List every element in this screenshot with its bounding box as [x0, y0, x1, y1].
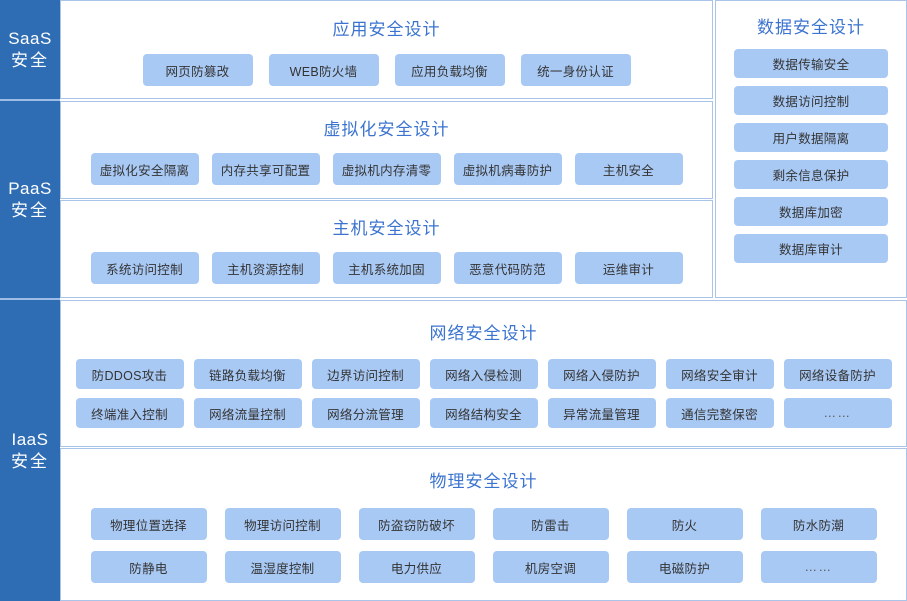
layer-rail-paas: PaaS 安全 — [0, 101, 60, 298]
chip-item[interactable]: 边界访问控制 — [311, 359, 420, 389]
chip-item[interactable]: 防雷击 — [492, 508, 609, 540]
chip-item[interactable]: 运维审计 — [574, 252, 683, 284]
chip-item[interactable]: 链路负载均衡 — [193, 359, 302, 389]
panel-data-security-items: 数据传输安全 数据访问控制 用户数据隔离 剩余信息保护 数据库加密 数据库审计 — [716, 49, 906, 263]
chip-item[interactable]: 系统访问控制 — [90, 252, 199, 284]
chip-item[interactable]: 网络安全审计 — [665, 359, 774, 389]
panel-network-security: 网络安全设计 防DDOS攻击 链路负载均衡 边界访问控制 网络入侵检测 网络入侵… — [60, 300, 907, 447]
chip-item[interactable]: 用户数据隔离 — [734, 123, 888, 152]
layer-rail-saas: SaaS 安全 — [0, 0, 60, 99]
chip-item-more[interactable]: …… — [783, 398, 892, 428]
chip-item[interactable]: 剩余信息保护 — [734, 160, 888, 189]
chip-item[interactable]: 统一身份认证 — [520, 54, 631, 86]
layer-rail-saas-abbr: SaaS — [8, 29, 52, 49]
chip-item[interactable]: 虚拟机内存清零 — [332, 153, 441, 185]
layer-rail-paas-abbr: PaaS — [8, 179, 52, 199]
chip-item[interactable]: 温湿度控制 — [224, 551, 341, 583]
chip-item[interactable]: 内存共享可配置 — [211, 153, 320, 185]
panel-physical-security-title: 物理安全设计 — [429, 472, 538, 491]
chip-item[interactable]: 网络入侵防护 — [547, 359, 656, 389]
chip-item[interactable]: 网络分流管理 — [311, 398, 420, 428]
layer-rail-iaas-cn: 安全 — [11, 451, 49, 471]
panel-data-security-title: 数据安全设计 — [757, 18, 865, 37]
panel-physical-security-items: 物理位置选择 物理访问控制 防盗窃防破坏 防雷击 防火 防水防潮 防静电 温湿度… — [61, 508, 906, 583]
chip-item[interactable]: 恶意代码防范 — [453, 252, 562, 284]
panel-network-security-items: 防DDOS攻击 链路负载均衡 边界访问控制 网络入侵检测 网络入侵防护 网络安全… — [61, 359, 906, 428]
chip-item[interactable]: 网络入侵检测 — [429, 359, 538, 389]
chip-item-more[interactable]: …… — [760, 551, 877, 583]
chip-item[interactable]: 防盗窃防破坏 — [358, 508, 475, 540]
chip-item[interactable]: 主机资源控制 — [211, 252, 320, 284]
chip-item[interactable]: 防DDOS攻击 — [75, 359, 184, 389]
chip-item[interactable]: 防火 — [626, 508, 743, 540]
chip-item[interactable]: 数据库审计 — [734, 234, 888, 263]
chip-item[interactable]: 数据访问控制 — [734, 86, 888, 115]
chip-item[interactable]: 应用负载均衡 — [394, 54, 505, 86]
panel-application-security: 应用安全设计 网页防篡改 WEB防火墙 应用负载均衡 统一身份认证 — [60, 0, 713, 99]
panel-network-security-title: 网络安全设计 — [429, 324, 538, 343]
layer-separator-saas-paas — [0, 99, 60, 101]
chip-item[interactable]: 网页防篡改 — [142, 54, 253, 86]
chip-item[interactable]: 物理访问控制 — [224, 508, 341, 540]
chip-item[interactable]: 主机安全 — [574, 153, 683, 185]
chip-item[interactable]: 数据库加密 — [734, 197, 888, 226]
panel-application-security-items: 网页防篡改 WEB防火墙 应用负载均衡 统一身份认证 — [61, 54, 712, 86]
chip-item[interactable]: 机房空调 — [492, 551, 609, 583]
panel-virtualization-security: 虚拟化安全设计 虚拟化安全隔离 内存共享可配置 虚拟机内存清零 虚拟机病毒防护 … — [60, 101, 713, 199]
panel-host-security-items: 系统访问控制 主机资源控制 主机系统加固 恶意代码防范 运维审计 — [61, 252, 712, 284]
layer-rail-iaas-abbr: IaaS — [11, 430, 49, 450]
panel-virtualization-security-items: 虚拟化安全隔离 内存共享可配置 虚拟机内存清零 虚拟机病毒防护 主机安全 — [61, 153, 712, 185]
chip-item[interactable]: 网络结构安全 — [429, 398, 538, 428]
chip-item[interactable]: 网络流量控制 — [193, 398, 302, 428]
chip-item[interactable]: 通信完整保密 — [665, 398, 774, 428]
layer-separator-paas-iaas — [0, 298, 60, 300]
panel-physical-security: 物理安全设计 物理位置选择 物理访问控制 防盗窃防破坏 防雷击 防火 防水防潮 … — [60, 448, 907, 601]
panel-virtualization-security-title: 虚拟化安全设计 — [323, 120, 450, 139]
panel-application-security-title: 应用安全设计 — [332, 20, 441, 39]
chip-item[interactable]: 网络设备防护 — [783, 359, 892, 389]
panel-data-security: 数据安全设计 数据传输安全 数据访问控制 用户数据隔离 剩余信息保护 数据库加密… — [715, 0, 907, 298]
panel-host-security: 主机安全设计 系统访问控制 主机资源控制 主机系统加固 恶意代码防范 运维审计 — [60, 200, 713, 298]
panel-host-security-title: 主机安全设计 — [332, 219, 441, 238]
chip-item[interactable]: 防水防潮 — [760, 508, 877, 540]
chip-item[interactable]: 终端准入控制 — [75, 398, 184, 428]
chip-item[interactable]: 虚拟机病毒防护 — [453, 153, 562, 185]
layer-rail-saas-cn: 安全 — [11, 50, 49, 70]
chip-item[interactable]: 数据传输安全 — [734, 49, 888, 78]
chip-item[interactable]: 物理位置选择 — [90, 508, 207, 540]
chip-item[interactable]: 虚拟化安全隔离 — [90, 153, 199, 185]
layer-rail-paas-cn: 安全 — [11, 200, 49, 220]
chip-item[interactable]: 电磁防护 — [626, 551, 743, 583]
chip-item[interactable]: 主机系统加固 — [332, 252, 441, 284]
layer-rail-iaas: IaaS 安全 — [0, 300, 60, 601]
chip-item[interactable]: WEB防火墙 — [268, 54, 379, 86]
chip-item[interactable]: 防静电 — [90, 551, 207, 583]
chip-item[interactable]: 异常流量管理 — [547, 398, 656, 428]
chip-item[interactable]: 电力供应 — [358, 551, 475, 583]
